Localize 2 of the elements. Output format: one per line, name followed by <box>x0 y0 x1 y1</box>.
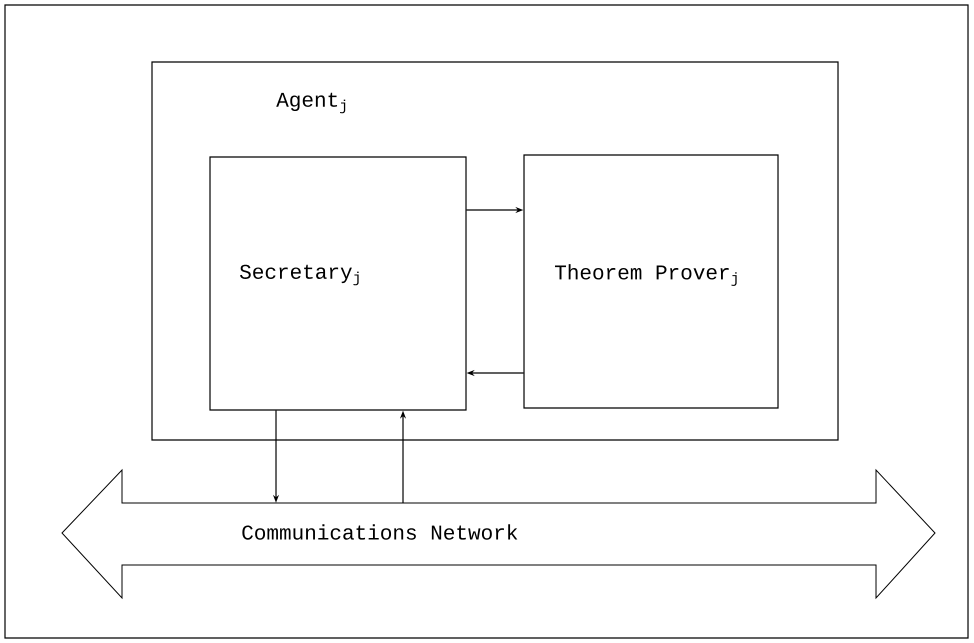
secretary-box: Secretary$_{j}$ <box>209 156 467 411</box>
prover-box: Theorem Prover$_{j}$ <box>523 154 779 409</box>
